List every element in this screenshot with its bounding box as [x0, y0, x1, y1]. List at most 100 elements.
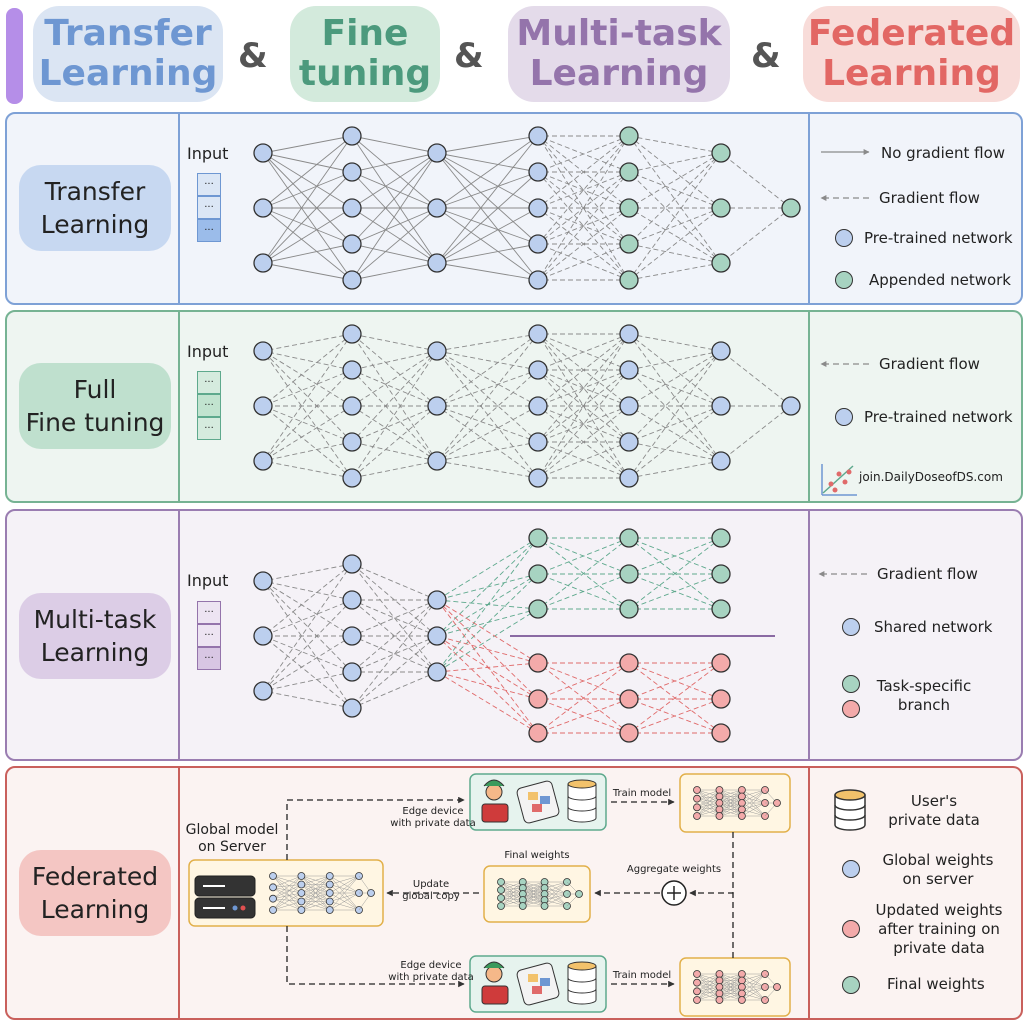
mini-network-edge — [696, 789, 720, 810]
mini-network-edge — [696, 973, 720, 983]
mini-network-edge — [272, 884, 302, 899]
mini-network-edge — [741, 973, 766, 994]
database-icon-ring — [567, 806, 597, 812]
network-edge — [351, 350, 438, 372]
mini-network-node — [693, 987, 701, 996]
network-node — [342, 162, 362, 182]
network-node — [253, 253, 273, 273]
network-edge — [262, 135, 353, 264]
ampersand-2: & — [454, 36, 484, 76]
network-edge — [436, 573, 539, 673]
input-cell: ... — [197, 219, 221, 242]
database-icon-ring — [567, 977, 597, 983]
mini-network-edge — [696, 986, 720, 1001]
network-node — [427, 396, 447, 416]
network-edge — [628, 171, 722, 264]
network-edge — [537, 135, 630, 281]
mini-network-edge — [500, 889, 523, 901]
network-edge — [262, 135, 353, 209]
network-edge — [262, 459, 353, 479]
network-node — [342, 270, 362, 290]
network-edge — [351, 599, 438, 637]
mini-network-node — [737, 799, 746, 807]
network-edge — [436, 635, 539, 734]
network-node — [427, 198, 447, 218]
legend-pretrained-text: Pre-trained network — [864, 229, 1013, 247]
network-edge — [436, 207, 539, 281]
mini-network-edge — [696, 802, 720, 817]
network-node — [528, 468, 548, 488]
network-edge — [262, 599, 353, 637]
network-edge — [436, 369, 539, 407]
network-edge — [436, 350, 539, 407]
mini-network-node — [497, 886, 505, 894]
network-node — [253, 198, 273, 218]
network-node — [619, 689, 639, 709]
network-edge — [628, 350, 722, 407]
mini-network-edge — [500, 887, 523, 907]
mini-network-node — [773, 799, 781, 807]
network-edge — [720, 405, 792, 462]
mini-network-node — [715, 989, 724, 998]
mini-network-node — [297, 889, 306, 897]
network-edge — [351, 350, 438, 479]
network-edge — [436, 671, 539, 734]
network-edge — [537, 207, 630, 281]
mini-network-edge — [329, 875, 360, 902]
mini-network-node — [693, 996, 701, 1004]
network-edge — [537, 441, 630, 479]
network-node — [528, 689, 548, 709]
server-label-line1: Global model — [185, 822, 279, 838]
network-edge — [262, 152, 353, 281]
input-cell: ... — [197, 601, 221, 624]
network-edge — [436, 333, 539, 462]
network-edge — [351, 207, 438, 245]
mini-network-node — [693, 812, 701, 820]
mini-network-edge — [522, 881, 545, 907]
network-edge — [436, 135, 539, 209]
network-edge — [537, 662, 630, 700]
network-node — [619, 324, 639, 344]
network-edge — [436, 350, 539, 479]
edge-top-line1: Edge device — [402, 806, 464, 817]
mini-network-node — [518, 902, 527, 910]
input-cell: ... — [197, 394, 221, 417]
mini-network-edge — [272, 901, 302, 911]
legend-appended-dot — [835, 271, 853, 289]
network-edge — [351, 599, 438, 673]
mini-network-node — [737, 786, 746, 794]
network-edge — [628, 171, 722, 209]
network-edge — [262, 135, 353, 154]
mini-network-node — [269, 906, 277, 914]
mini-network-edge — [301, 875, 330, 885]
title-multitask-line2: Learning — [529, 53, 709, 94]
panel-divider-right — [808, 511, 810, 759]
network-edge — [351, 152, 438, 173]
network-edge — [351, 599, 438, 637]
network-node — [619, 599, 639, 619]
train-top-label: Train model — [612, 788, 672, 799]
database-icon-body — [567, 966, 597, 1005]
network-edge — [262, 580, 353, 673]
network-edge — [436, 152, 539, 209]
mini-network-edge — [272, 887, 302, 911]
network-edge — [262, 333, 353, 353]
network-edge — [537, 333, 630, 407]
mini-network-edge — [301, 892, 330, 911]
legend-shared-text: Shared network — [874, 618, 993, 636]
network-node — [427, 662, 447, 682]
mini-network-node — [693, 794, 701, 803]
edge-top-line2: with private data — [390, 818, 476, 829]
network-edge — [436, 171, 539, 209]
mini-network-node — [325, 906, 334, 914]
network-node — [528, 653, 548, 673]
row-label-federated-line1: Federated — [31, 862, 159, 891]
laptop-icon — [481, 985, 509, 1005]
mini-network-node — [367, 889, 375, 897]
final-weights-label: Final weights — [504, 850, 570, 861]
network-edge — [436, 262, 539, 281]
title-federated-blob — [803, 6, 1020, 102]
network-node — [528, 528, 548, 548]
